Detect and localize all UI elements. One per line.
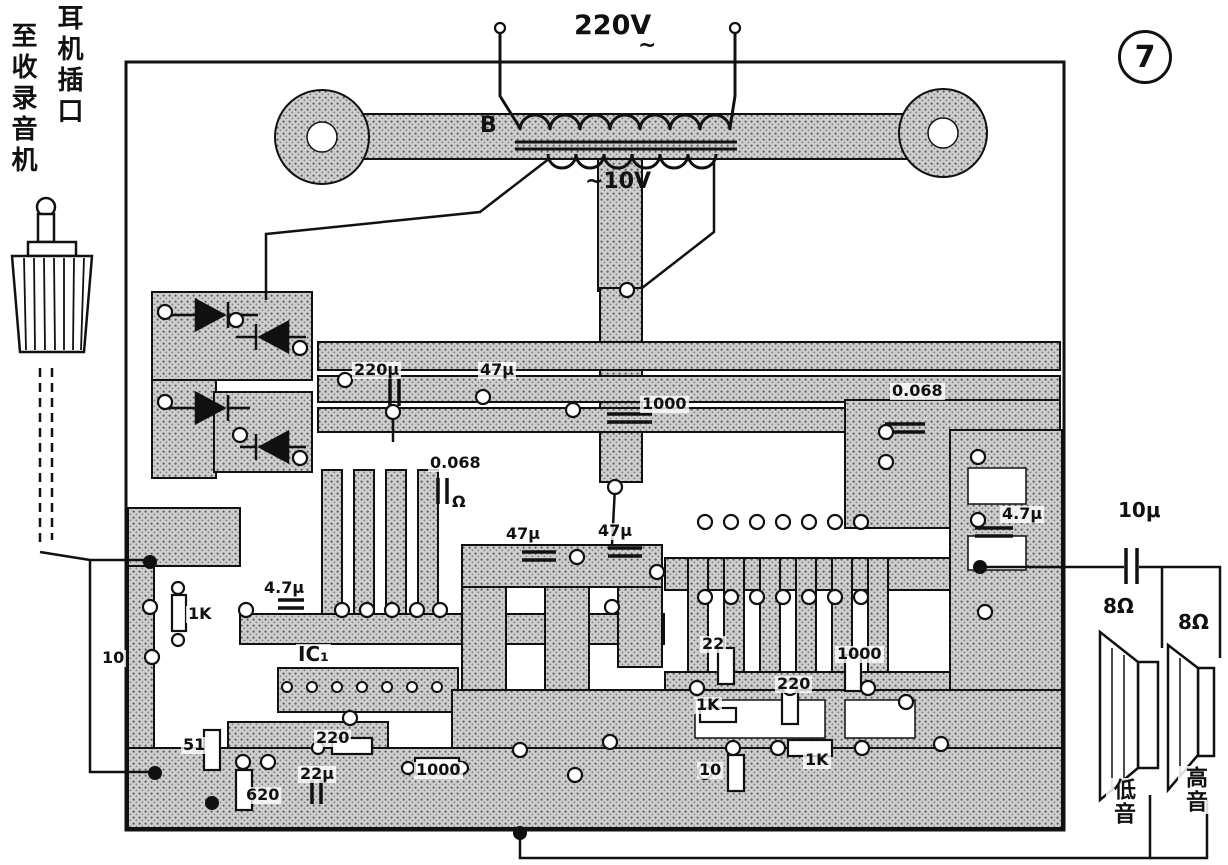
cap-4u7-right-label: 4.7μ xyxy=(1000,504,1045,523)
mains-voltage-label: 220V xyxy=(574,10,652,41)
woofer-name-label: 低音 xyxy=(1106,778,1138,826)
cap-1000-label: 1000 xyxy=(640,394,689,413)
omega-label: Ω xyxy=(450,492,468,511)
cap-47u-a-label: 47μ xyxy=(478,360,517,379)
cap-4u7-left-label: 4.7μ xyxy=(262,578,307,597)
speaker-tweeter xyxy=(1166,642,1216,794)
coupling-cap-label: 10μ xyxy=(1116,498,1163,522)
cap-47u-c-label: 47μ xyxy=(596,521,635,540)
ic1-label: IC₁ xyxy=(296,642,331,666)
capacitors xyxy=(278,378,1139,804)
cap-0068-right-label: 0.068 xyxy=(890,381,945,400)
copper-traces xyxy=(127,88,1064,829)
resistor-620-label: 620 xyxy=(244,785,282,804)
note-earphone-jack: 耳机插口 xyxy=(53,4,83,128)
resistor-220-left-label: 220 xyxy=(314,728,352,747)
resistor-1k-right-label: 1K xyxy=(803,750,831,769)
solder-pads xyxy=(141,21,994,784)
ic-pads xyxy=(281,681,443,693)
ac-tilde: ~ xyxy=(638,33,657,58)
resistor-1k-mid-label: 1K xyxy=(694,695,722,714)
bridge-diodes xyxy=(165,297,306,465)
resistor-1k-left-label: 1K xyxy=(186,604,214,623)
cap-47u-b-label: 47μ xyxy=(504,524,543,543)
transformer-label: B xyxy=(480,113,497,138)
resistor-10-left-label: 10 xyxy=(100,648,127,667)
transformer xyxy=(264,33,737,300)
cap-22u-label: 22μ xyxy=(298,764,337,783)
wiring xyxy=(38,368,1222,860)
trace-cutouts xyxy=(306,117,1027,739)
resistor-1000-right-label: 1000 xyxy=(835,644,884,663)
speaker-woofer xyxy=(1098,629,1160,803)
cap-0068-left-label: 0.068 xyxy=(428,453,483,472)
tweeter-impedance-label: 8Ω xyxy=(1176,610,1211,634)
secondary-voltage-label: ~10V xyxy=(585,169,652,194)
figure-number: 7 xyxy=(1118,30,1172,84)
resistor-51-label: 51 xyxy=(181,735,208,754)
resistor-1000-left-label: 1000 xyxy=(414,760,463,779)
junction-pads xyxy=(143,555,987,840)
resistor-220-right-label: 220 xyxy=(775,674,813,693)
tweeter-name-label: 高音 xyxy=(1178,766,1210,814)
note-to-recorder: 至收录音机 xyxy=(7,22,37,177)
cap-220u-label: 220μ xyxy=(352,360,402,379)
resistor-22-label: 22 xyxy=(700,634,727,653)
resistor-10-right-label: 10 xyxy=(697,760,724,779)
woofer-impedance-label: 8Ω xyxy=(1101,594,1136,618)
earphone-plug xyxy=(10,196,94,354)
